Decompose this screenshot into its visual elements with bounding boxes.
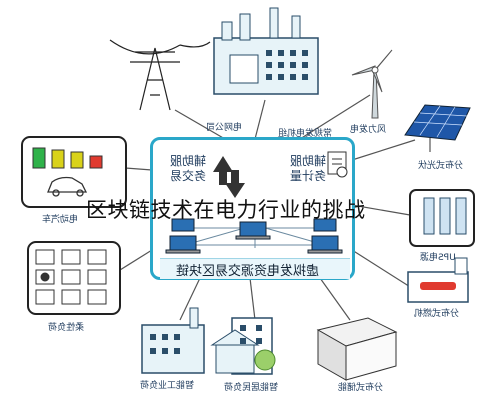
- solar-panel-icon: [404, 104, 471, 152]
- gas-turbine-icon: [407, 257, 469, 303]
- control-panel-icon: [35, 249, 107, 305]
- hub-left-service-label: 辅助服务交易: [169, 154, 206, 183]
- line-to-industrial: [179, 277, 201, 321]
- label-residential: 智能居民负荷: [224, 383, 279, 393]
- flexible-load-box: [27, 241, 121, 315]
- storage-battery-icon: [316, 317, 398, 381]
- line-to-ups: [351, 204, 411, 216]
- overlay-title: 区块链技术在电力行业的挑战: [86, 198, 366, 222]
- label-wind: 风力发电: [350, 125, 387, 135]
- label-power-plant: 常规发电机组: [278, 129, 333, 139]
- power-plant-icon: [213, 7, 319, 95]
- wind-turbine-icon: [351, 49, 393, 119]
- laptop-icon: [165, 218, 343, 254]
- transmission-tower-icon: [109, 39, 211, 111]
- ups-icon: [423, 197, 467, 235]
- line-to-residential: [249, 277, 256, 321]
- document-icon: [327, 151, 348, 178]
- label-flexible-load: 柔性负荷: [48, 323, 85, 333]
- hub-title-bar: [160, 258, 350, 279]
- label-ev: 电动汽车: [42, 215, 79, 225]
- factory-icon: [141, 307, 205, 374]
- blockchain-hub: [150, 137, 355, 280]
- ev-box: [21, 136, 127, 208]
- hub-title: 虚拟发电资源交易区块链: [176, 264, 320, 279]
- house-icon: [210, 317, 276, 375]
- line-to-tower: [174, 109, 226, 140]
- line-to-solar: [351, 139, 416, 161]
- line-to-gas: [351, 249, 416, 291]
- label-storage: 分布式储能: [338, 383, 384, 393]
- ups-box: [409, 189, 475, 247]
- line-to-flexible: [119, 249, 153, 271]
- label-solar: 分布式光伏: [418, 161, 464, 171]
- label-grid: 电网公司: [206, 123, 243, 133]
- label-industrial: 智能工业负荷: [140, 381, 195, 391]
- label-ups: UPS电源: [420, 253, 456, 263]
- line-to-ev: [124, 167, 153, 171]
- battery-icon: [32, 147, 103, 169]
- hub-right-service-label: 辅助服务计量: [289, 154, 326, 183]
- exchange-arrows-icon: [213, 156, 245, 198]
- connector-lines: [119, 94, 416, 321]
- line-to-wind: [299, 94, 371, 140]
- line-to-power-plant: [254, 99, 266, 140]
- line-to-storage: [319, 277, 351, 321]
- electric-car-icon: [47, 176, 88, 197]
- label-gas: 分布式燃机: [414, 309, 460, 319]
